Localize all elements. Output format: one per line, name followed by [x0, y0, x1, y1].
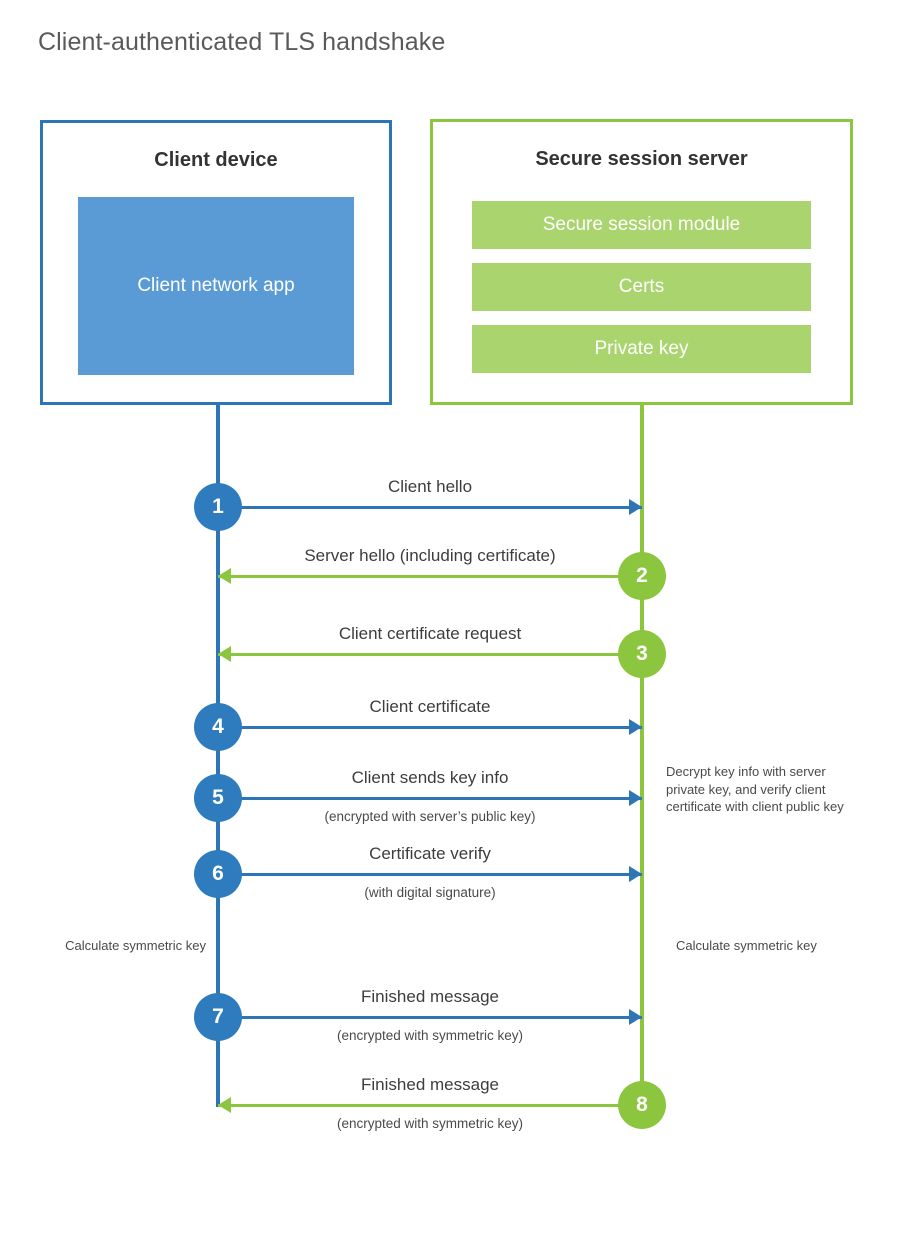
step-circle-6[interactable]: 6 [194, 850, 242, 898]
client-device-box: Client device Client network app [40, 120, 392, 405]
step-circle-1[interactable]: 1 [194, 483, 242, 531]
note-client-calculate-symmetric-key: Calculate symmetric key [65, 938, 206, 953]
message-label-2: Server hello (including certificate) [304, 546, 556, 565]
note-server-decrypt-key-info: Decrypt key info with server private key… [666, 764, 844, 814]
message-label-6: Certificate verify [369, 844, 491, 863]
server-lifeline [640, 405, 644, 1106]
message-arrowhead-6 [629, 866, 642, 882]
page-title: Client-authenticated TLS handshake [38, 28, 446, 56]
message-line-8 [218, 1104, 642, 1107]
secure-session-server-title: Secure session server [535, 148, 748, 170]
server-component-label: Private key [594, 338, 689, 359]
message-arrowhead-5 [629, 790, 642, 806]
step-circle-7[interactable]: 7 [194, 993, 242, 1041]
client-network-app-block: Client network app [78, 197, 354, 375]
secure-session-server-box: Secure session server Secure session mod… [430, 119, 853, 405]
message-sublabel-5: (encrypted with server’s public key) [324, 809, 536, 824]
step-circle-3[interactable]: 3 [618, 630, 666, 678]
message-arrowhead-1 [629, 499, 642, 515]
message-line-1 [218, 506, 642, 509]
message-line-7 [218, 1016, 642, 1019]
client-device-title: Client device [154, 149, 278, 171]
message-arrowhead-3 [218, 646, 231, 662]
message-label-3: Client certificate request [338, 624, 522, 643]
step-circle-5[interactable]: 5 [194, 774, 242, 822]
message-line-4 [218, 726, 642, 729]
message-sublabel-8: (encrypted with symmetric key) [336, 1116, 524, 1131]
message-line-3 [218, 653, 642, 656]
message-line-2 [218, 575, 642, 578]
message-line-6 [218, 873, 642, 876]
message-label-5: Client sends key info [351, 768, 509, 787]
note-server-calculate-symmetric-key: Calculate symmetric key [676, 938, 817, 953]
message-arrowhead-8 [218, 1097, 231, 1113]
step-circle-2[interactable]: 2 [618, 552, 666, 600]
server-component-secure-session-module: Secure session module [472, 201, 811, 249]
message-arrowhead-7 [629, 1009, 642, 1025]
message-line-5 [218, 797, 642, 800]
message-label-4: Client certificate [369, 697, 491, 716]
step-circle-8[interactable]: 8 [618, 1081, 666, 1129]
message-arrowhead-4 [629, 719, 642, 735]
server-component-private-key: Private key [472, 325, 811, 373]
client-lifeline [216, 405, 220, 1107]
client-network-app-label: Client network app [137, 275, 295, 296]
message-label-1: Client hello [387, 477, 473, 496]
server-component-label: Certs [618, 276, 665, 297]
message-arrowhead-2 [218, 568, 231, 584]
message-label-8: Finished message [361, 1075, 499, 1094]
message-label-7: Finished message [361, 987, 499, 1006]
step-circle-4[interactable]: 4 [194, 703, 242, 751]
server-component-certs: Certs [472, 263, 811, 311]
message-sublabel-6: (with digital signature) [364, 885, 496, 900]
message-sublabel-7: (encrypted with symmetric key) [336, 1028, 524, 1043]
server-component-label: Secure session module [542, 214, 741, 235]
